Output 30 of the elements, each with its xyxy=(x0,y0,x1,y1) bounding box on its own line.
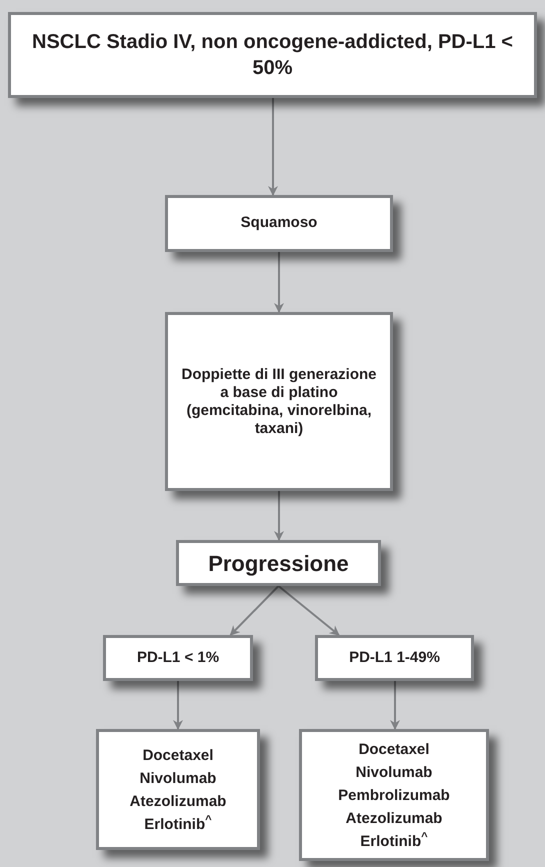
arrow xyxy=(173,681,183,730)
process-box xyxy=(176,540,381,586)
box-text: Squamoso xyxy=(240,213,318,234)
box-text: Pembrolizumab xyxy=(338,786,450,806)
process-box xyxy=(315,635,474,681)
arrow xyxy=(230,585,280,636)
box-text: Doppiette di III generazione a base di platino (gemcitabina, vinorelbina, taxani) xyxy=(180,366,378,438)
box-text: Nivolumab xyxy=(140,768,216,788)
box-text: NSCLC Stadio IV, non oncogene-addicted, PD-L1 < 50% xyxy=(31,30,514,81)
arrow xyxy=(274,252,284,313)
box-text: Erlotinib$^{^}$ xyxy=(360,830,428,852)
process-box xyxy=(299,729,489,861)
box-text: Docetaxel xyxy=(358,740,430,760)
process-box xyxy=(103,635,253,681)
process-box xyxy=(165,312,393,491)
arrow xyxy=(268,98,278,196)
box-text: Docetaxel xyxy=(142,746,214,766)
arrow xyxy=(274,491,284,541)
process-box xyxy=(165,195,393,252)
box-text: Erlotinib$^{^}$ xyxy=(144,812,212,834)
process-box xyxy=(8,12,537,98)
box-text: Progressione xyxy=(208,550,349,578)
process-box xyxy=(96,729,260,850)
box-text: Atezolizumab xyxy=(346,808,442,828)
box-text: Nivolumab xyxy=(356,762,432,782)
box-text: PD-L1 1-49% xyxy=(349,648,440,668)
arrow xyxy=(390,681,400,730)
box-text: Atezolizumab xyxy=(130,792,226,812)
box-text: PD-L1 < 1% xyxy=(136,648,220,668)
arrow xyxy=(278,585,340,636)
